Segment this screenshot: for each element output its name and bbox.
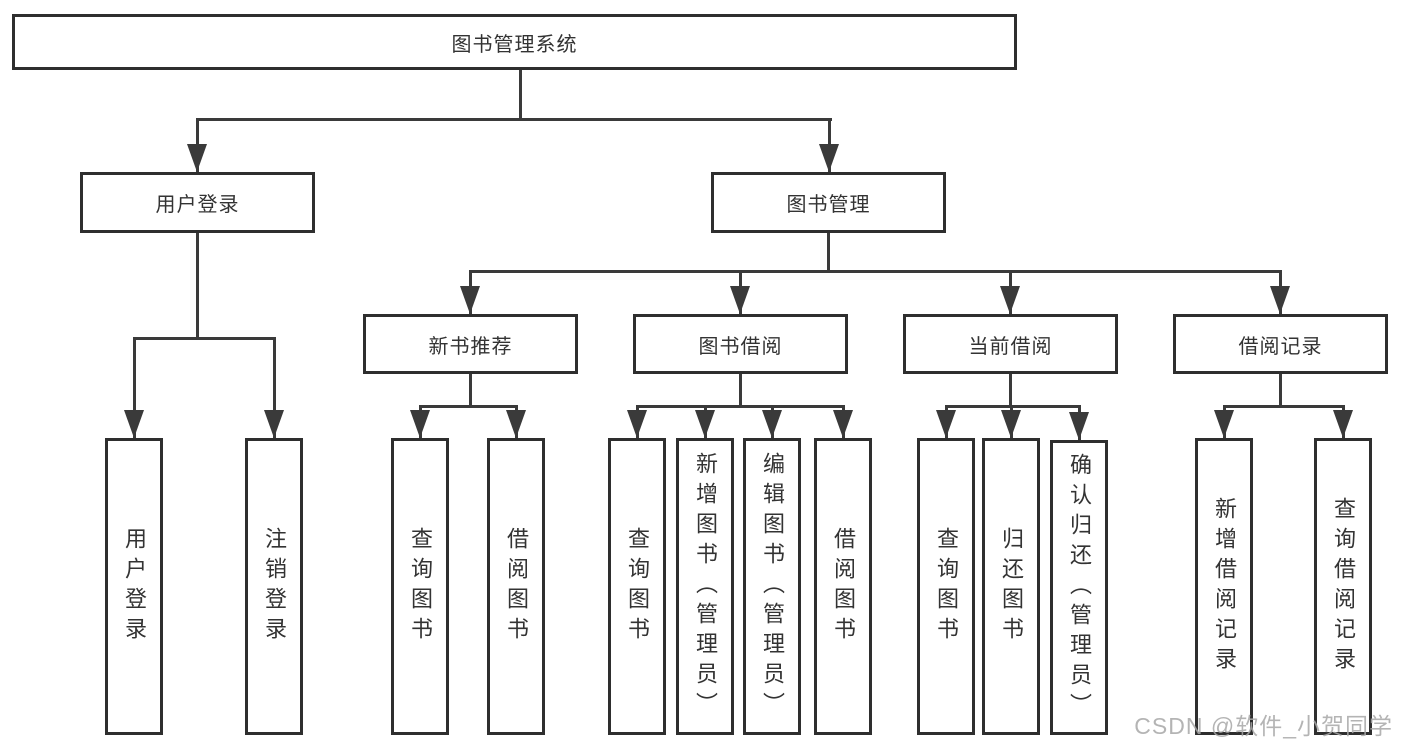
connector-line bbox=[133, 337, 276, 340]
connector-line bbox=[469, 374, 472, 405]
arrow-down-icon bbox=[1270, 286, 1290, 314]
node-label: 当前借阅 bbox=[968, 335, 1053, 358]
node-label: 新增借阅记录 bbox=[1212, 496, 1237, 677]
node-user-login: 用户登录 bbox=[80, 172, 315, 233]
node-label: 查询图书 bbox=[934, 526, 959, 647]
node-label: 新书推荐 bbox=[428, 335, 513, 358]
leaf-edit-book-admin: 编辑图书（管理员） bbox=[743, 438, 801, 735]
arrow-down-icon bbox=[460, 286, 480, 314]
leaf-query-book-recommend: 查询图书 bbox=[391, 438, 449, 735]
leaf-add-book-admin: 新增图书（管理员） bbox=[676, 438, 734, 735]
leaf-query-borrow-record: 查询借阅记录 bbox=[1314, 438, 1372, 735]
arrow-down-icon bbox=[762, 410, 782, 438]
node-label: 查询图书 bbox=[625, 526, 650, 647]
arrow-down-icon bbox=[1001, 410, 1021, 438]
connector-line bbox=[196, 233, 199, 337]
node-new-book-recommend: 新书推荐 bbox=[363, 314, 578, 374]
leaf-user-login: 用户登录 bbox=[105, 438, 163, 735]
node-label: 借阅图书 bbox=[831, 526, 856, 647]
connector-line bbox=[1279, 374, 1282, 405]
leaf-add-borrow-record: 新增借阅记录 bbox=[1195, 438, 1253, 735]
node-book-management: 图书管理 bbox=[711, 172, 946, 233]
connector-line bbox=[636, 405, 845, 408]
node-label: 确认归还（管理员） bbox=[1067, 452, 1092, 723]
arrow-down-icon bbox=[730, 286, 750, 314]
connector-line bbox=[739, 374, 742, 405]
connector-line bbox=[519, 70, 522, 118]
node-library-management-system: 图书管理系统 bbox=[12, 14, 1017, 70]
arrow-down-icon bbox=[695, 410, 715, 438]
connector-line bbox=[1223, 405, 1344, 408]
connector-line bbox=[273, 337, 276, 438]
node-label: 注销登录 bbox=[262, 526, 287, 647]
arrow-down-icon bbox=[936, 410, 956, 438]
arrow-down-icon bbox=[1214, 410, 1234, 438]
arrow-down-icon bbox=[410, 410, 430, 438]
node-current-borrow: 当前借阅 bbox=[903, 314, 1118, 374]
arrow-down-icon bbox=[187, 144, 207, 172]
node-label: 查询借阅记录 bbox=[1331, 496, 1356, 677]
node-label: 归还图书 bbox=[999, 526, 1024, 647]
arrow-down-icon bbox=[264, 410, 284, 438]
arrow-down-icon bbox=[1333, 410, 1353, 438]
node-label: 查询图书 bbox=[408, 526, 433, 647]
node-label: 借阅记录 bbox=[1238, 335, 1323, 358]
node-borrow-records: 借阅记录 bbox=[1173, 314, 1388, 374]
connector-line bbox=[1009, 374, 1012, 405]
node-label: 用户登录 bbox=[122, 526, 147, 647]
node-label: 图书管理 bbox=[786, 194, 871, 216]
node-label: 新增图书（管理员） bbox=[693, 451, 718, 722]
node-label: 图书借阅 bbox=[698, 335, 783, 358]
connector-line bbox=[419, 405, 518, 408]
arrow-down-icon bbox=[1069, 412, 1089, 440]
connector-line bbox=[196, 118, 832, 121]
leaf-query-book-borrow: 查询图书 bbox=[608, 438, 666, 735]
node-book-borrow: 图书借阅 bbox=[633, 314, 848, 374]
node-label: 借阅图书 bbox=[504, 526, 529, 647]
leaf-logout: 注销登录 bbox=[245, 438, 303, 735]
leaf-query-book-current: 查询图书 bbox=[917, 438, 975, 735]
arrow-down-icon bbox=[833, 410, 853, 438]
connector-line bbox=[133, 337, 136, 438]
leaf-return-book: 归还图书 bbox=[982, 438, 1040, 735]
node-label: 用户登录 bbox=[155, 194, 240, 216]
leaf-confirm-return-admin: 确认归还（管理员） bbox=[1050, 440, 1108, 735]
arrow-down-icon bbox=[506, 410, 526, 438]
connector-line bbox=[827, 233, 830, 270]
arrow-down-icon bbox=[819, 144, 839, 172]
arrow-down-icon bbox=[124, 410, 144, 438]
csdn-watermark: CSDN @软件_小贺同学 bbox=[1134, 713, 1393, 739]
node-label: 图书管理系统 bbox=[451, 33, 578, 56]
arrow-down-icon bbox=[627, 410, 647, 438]
connector-line bbox=[469, 270, 1282, 273]
node-label: 编辑图书（管理员） bbox=[760, 451, 785, 722]
leaf-borrow-book-recommend: 借阅图书 bbox=[487, 438, 545, 735]
arrow-down-icon bbox=[1000, 286, 1020, 314]
leaf-borrow-book: 借阅图书 bbox=[814, 438, 872, 735]
